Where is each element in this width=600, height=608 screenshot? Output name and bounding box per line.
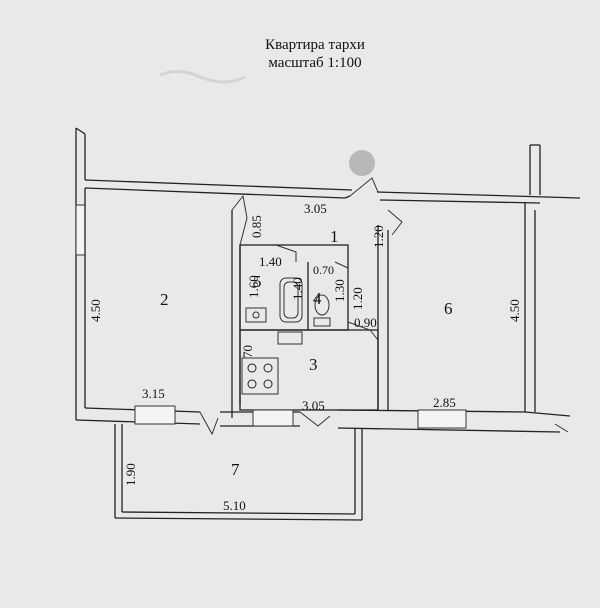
plan-title-line1: Квартира тархи	[265, 37, 365, 53]
bathtub-icon	[279, 277, 303, 323]
dim-1-60: 1.60	[246, 275, 261, 298]
left-wall	[75, 127, 86, 420]
dim-5-10: 5.10	[223, 498, 246, 513]
door-bathroom	[275, 244, 297, 262]
plan-title: Квартира тархи масштаб 1:100	[0, 36, 600, 72]
dim-1-20-corridor: 1.20	[350, 287, 365, 310]
paper-smudge	[159, 70, 246, 84]
window-room-2	[75, 204, 86, 256]
window-room-6	[417, 409, 467, 429]
right-wall	[524, 144, 541, 412]
dim-1-20-top: 1.20	[371, 225, 386, 248]
bottom-wall	[75, 405, 571, 436]
kitchen-sink-icon	[277, 331, 303, 345]
interior-walls	[231, 194, 403, 418]
dim-3-05-top: 3.05	[304, 201, 327, 216]
dim-3-15: 3.15	[142, 386, 165, 401]
entrance-door-mark	[349, 150, 375, 176]
room-number-1: 1	[330, 227, 339, 246]
room-number-7: 7	[231, 460, 240, 479]
room-number-4: 4	[313, 289, 322, 308]
dim-1-40: 1.40	[259, 254, 282, 269]
door-balcony-mid	[299, 411, 331, 427]
stove-icon	[241, 357, 279, 395]
door-room-6	[387, 209, 403, 236]
dim-0-70-kitchen: 70	[240, 345, 255, 358]
window-room-2-bottom	[134, 405, 176, 425]
sink-icon	[245, 307, 267, 323]
dim-3-05-bottom: 3.05	[302, 398, 325, 413]
dim-1-40-bath: 1.40	[290, 277, 305, 300]
dim-1-90: 1.90	[123, 463, 138, 486]
dim-4-50-right: 4.50	[507, 299, 522, 322]
dim-4-50-left: 4.50	[88, 299, 103, 322]
dim-0-90: 0.90	[354, 315, 377, 330]
door-kitchen	[347, 321, 379, 341]
top-wall	[84, 179, 581, 204]
dim-0-85: 0.85	[249, 215, 264, 238]
entrance-door-icon	[349, 177, 379, 197]
room-number-2: 2	[160, 290, 169, 309]
window-kitchen	[252, 409, 294, 427]
plan-scale-label: масштаб 1:100	[268, 55, 362, 71]
dim-0-70: 0.70	[313, 263, 334, 277]
room-number-3: 3	[309, 355, 318, 374]
door-room-2	[231, 194, 248, 246]
dim-2-85: 2.85	[433, 395, 456, 410]
toilet-icon	[313, 294, 331, 327]
door-toilet	[334, 261, 349, 278]
room-number-6: 6	[444, 299, 453, 318]
door-balcony-left	[199, 411, 219, 436]
dim-1-30: 1.30	[332, 279, 347, 302]
balcony	[114, 424, 363, 521]
room-number-5: 5	[253, 272, 262, 291]
